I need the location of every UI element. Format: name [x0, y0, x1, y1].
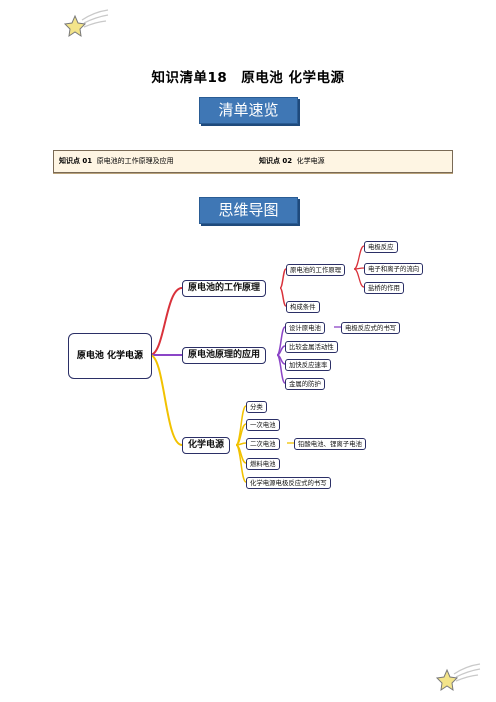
branch-application: 原电池原理的应用: [182, 347, 267, 364]
knowledge-point-2: 知识点 02 化学电源: [259, 157, 325, 165]
node-equation-writing: 电极反应式的书写: [341, 322, 401, 334]
node-secondary-cell: 二次电池: [246, 438, 280, 450]
node-conditions: 构成条件: [286, 301, 320, 313]
page-title: 知识清单18 原电池 化学电源: [151, 70, 345, 86]
node-working-principle: 原电池的工作原理: [286, 264, 346, 276]
node-electrode-reaction: 电极反应: [364, 241, 398, 253]
node-primary-cell: 一次电池: [246, 419, 280, 431]
mindmap-banner: 思维导图: [199, 197, 298, 224]
branch-chemical-power: 化学电源: [182, 437, 231, 454]
node-metal-protection: 金属的防护: [285, 378, 325, 390]
node-fuel-cell: 燃料电池: [246, 458, 280, 470]
node-salt-bridge: 盐桥的作用: [364, 282, 404, 294]
node-speed-up: 加快反应速率: [285, 359, 332, 371]
node-lead-lithium: 铅酸电池、锂离子电池: [294, 438, 366, 450]
node-compare-activity: 比较金属活动性: [285, 341, 338, 353]
node-design-cell: 设计原电池: [285, 322, 325, 334]
knowledge-points-box: 知识点 01 原电池的工作原理及应用 知识点 02 化学电源: [53, 150, 453, 173]
node-power-equation: 化学电源电极反应式的书写: [246, 477, 331, 489]
mindmap-root: 原电池 化学电源: [68, 333, 152, 379]
branch-principle: 原电池的工作原理: [182, 280, 267, 297]
overview-banner: 清单速览: [199, 97, 298, 124]
shooting-star-icon-bottom: [435, 663, 481, 692]
node-electron-ion-flow: 电子和离子的流向: [364, 263, 424, 275]
knowledge-point-1: 知识点 01 原电池的工作原理及应用: [59, 157, 174, 165]
node-classification: 分类: [246, 401, 267, 413]
shooting-star-icon: [63, 9, 109, 38]
